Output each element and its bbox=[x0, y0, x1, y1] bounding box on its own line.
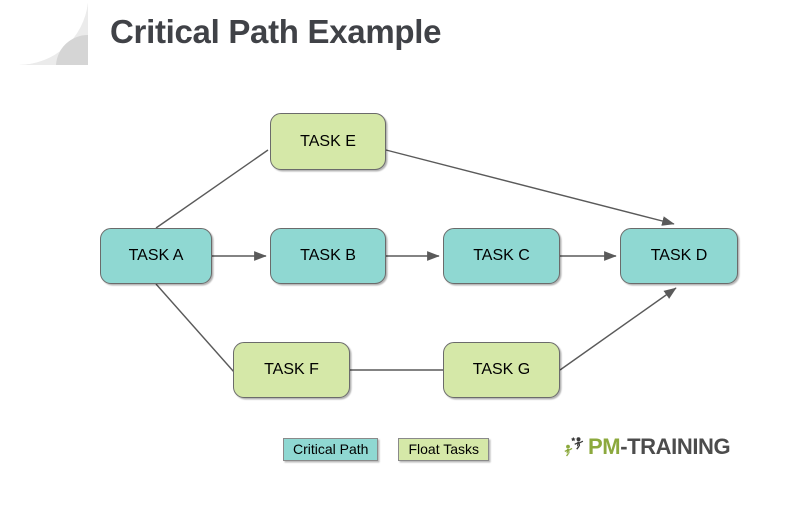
node-label: TASK G bbox=[472, 361, 531, 378]
brand-prefix: PM bbox=[588, 434, 621, 459]
legend-item-float-tasks: Float Tasks bbox=[398, 438, 490, 461]
page-title: Critical Path Example bbox=[110, 13, 442, 50]
node-task-f[interactable]: TASK F bbox=[233, 342, 350, 398]
node-label: TASK F bbox=[264, 361, 319, 378]
node-label: TASK B bbox=[300, 247, 356, 264]
legend: Critical Path Float Tasks bbox=[283, 438, 490, 461]
node-task-g[interactable]: TASK G bbox=[443, 342, 560, 398]
brand-wordmark: PM-TRAINING bbox=[588, 434, 731, 460]
corner-logo bbox=[18, 3, 88, 65]
node-task-e[interactable]: TASK E bbox=[270, 113, 386, 170]
node-task-b[interactable]: TASK B bbox=[270, 228, 386, 284]
edge-a-to-f bbox=[155, 283, 235, 373]
climbing-figures-icon bbox=[564, 437, 584, 457]
brand-logo: PM-TRAINING bbox=[562, 434, 731, 460]
brand-suffix: -TRAINING bbox=[620, 434, 731, 459]
edge-e-to-d bbox=[385, 149, 675, 226]
edge-a-to-e bbox=[155, 149, 269, 229]
legend-label: Critical Path bbox=[293, 441, 369, 457]
node-label: TASK A bbox=[128, 247, 184, 264]
node-label: TASK C bbox=[473, 247, 530, 264]
node-task-a[interactable]: TASK A bbox=[100, 228, 212, 284]
node-label: TASK D bbox=[650, 247, 708, 264]
legend-item-critical-path: Critical Path bbox=[283, 438, 379, 461]
node-task-d[interactable]: TASK D bbox=[620, 228, 738, 284]
node-label: TASK E bbox=[300, 132, 356, 150]
node-task-c[interactable]: TASK C bbox=[443, 228, 560, 284]
edge-g-to-d bbox=[559, 287, 677, 371]
legend-label: Float Tasks bbox=[408, 441, 480, 457]
